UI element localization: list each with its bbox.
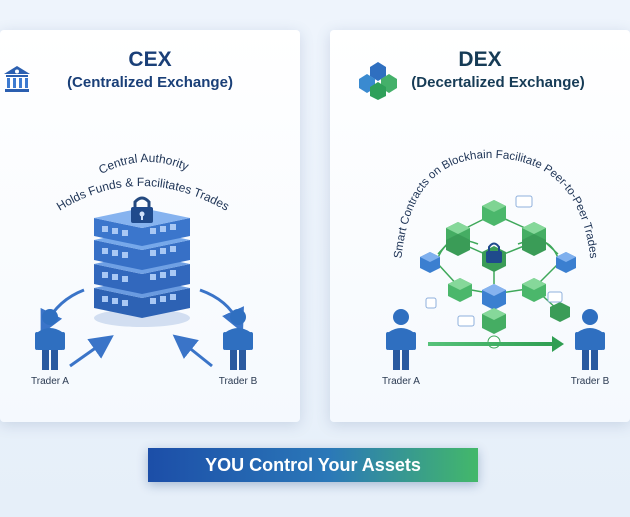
cex-caption: Central Authority Holds Funds & Facilita… bbox=[54, 151, 232, 214]
cex-caption-line1: Central Authority bbox=[96, 151, 191, 177]
cube-cluster-icon bbox=[359, 62, 397, 100]
banner-text: YOU Control Your Assets bbox=[205, 455, 421, 475]
cex-trader-a-label: Trader A bbox=[31, 376, 69, 387]
block-bottom-right bbox=[550, 302, 570, 322]
arrow-trader-b-to-server bbox=[172, 334, 213, 368]
block-left-stack bbox=[446, 222, 470, 256]
arrow-trader-a-to-server bbox=[69, 335, 114, 368]
block-mid-center bbox=[482, 284, 506, 310]
block-bottom bbox=[482, 308, 506, 334]
dex-trader-a-figure bbox=[386, 309, 416, 370]
block-top bbox=[482, 200, 506, 226]
block-far-right bbox=[556, 252, 576, 273]
cex-subtitle: (Centralized Exchange) bbox=[67, 74, 233, 91]
dex-trader-b-figure bbox=[575, 309, 605, 370]
dex-trader-a-label: Trader A bbox=[382, 376, 420, 387]
control-assets-banner: YOU Control Your Assets bbox=[148, 448, 478, 482]
svg-text:Central Authority: Central Authority bbox=[96, 151, 191, 177]
dex-panel: DEX (Decertalized Exchange) Smart Contra… bbox=[330, 30, 630, 422]
cex-trader-b-label: Trader B bbox=[218, 376, 258, 387]
dex-trader-b-label: Trader B bbox=[570, 376, 610, 387]
block-mid-right bbox=[522, 278, 546, 302]
block-right-stack bbox=[522, 222, 546, 256]
trader-b-figure bbox=[223, 309, 253, 370]
block-center-lock bbox=[482, 242, 506, 272]
trader-a-figure bbox=[35, 309, 65, 370]
server-stack-icon bbox=[94, 196, 190, 327]
cex-panel: CEX (Centralized Exchange) Central Autho… bbox=[0, 30, 300, 422]
peer-to-peer-arrow bbox=[428, 336, 564, 352]
dex-subtitle: (Decertalized Exchange) bbox=[411, 74, 585, 91]
blockchain-network bbox=[420, 195, 576, 349]
dex-title: DEX bbox=[458, 48, 502, 71]
block-far-left bbox=[420, 252, 440, 273]
block-mid-left bbox=[448, 278, 472, 302]
lock-icon bbox=[131, 196, 153, 223]
bank-icon bbox=[4, 66, 30, 92]
cex-title: CEX bbox=[128, 48, 172, 71]
